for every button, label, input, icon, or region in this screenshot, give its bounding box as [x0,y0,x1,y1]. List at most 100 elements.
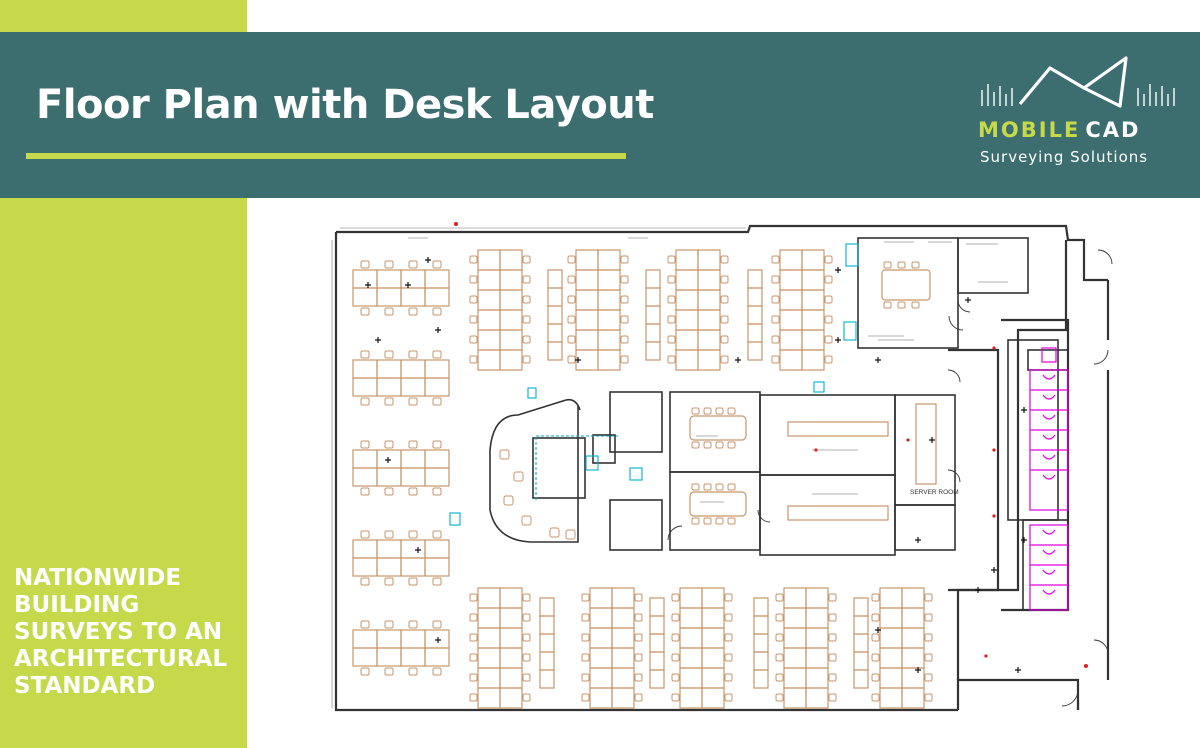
desk [649,615,665,635]
chair [828,653,837,662]
chair [667,335,676,344]
desk [499,289,523,311]
bench-desk [915,403,937,485]
chair [634,653,643,662]
desk [801,349,825,371]
chair [727,441,736,449]
desk [753,597,769,617]
red-markers [454,222,1088,668]
desk [675,269,699,291]
desk [424,449,450,469]
chair [620,255,629,264]
desk [477,667,501,689]
desk [649,597,665,617]
desk [424,629,450,649]
chair [360,530,370,539]
chair [567,295,576,304]
chair [871,613,880,622]
desk [679,587,703,609]
chair [469,275,478,284]
desk [649,633,665,653]
desk [589,647,613,669]
lounge-chair [549,527,560,538]
desk [701,687,725,709]
desk [805,667,829,689]
chair [408,667,418,676]
chair [871,653,880,662]
chair [620,335,629,344]
desk [801,329,825,351]
wall-hatching [331,227,746,708]
chair [469,315,478,324]
desk [376,269,402,289]
desk [697,329,721,351]
chair [408,260,418,269]
chair [924,633,933,642]
lounge-chair [565,529,576,540]
desk [805,587,829,609]
chair [384,350,394,359]
chair [911,261,920,269]
chair [924,673,933,682]
chair [667,315,676,324]
lounge-chair [513,471,524,482]
chair [771,335,780,344]
chair [620,275,629,284]
chair [634,613,643,622]
chair [567,355,576,364]
chair [871,593,880,602]
light-marker [375,337,381,343]
desk [376,557,402,577]
desk [645,305,661,325]
desk [611,627,635,649]
chair [408,440,418,449]
chair [703,441,712,449]
desk [805,627,829,649]
desk [679,687,703,709]
desk [499,249,523,271]
server-room-label: SERVER ROOM [910,489,959,496]
lounge-chair [503,495,514,506]
chair [522,335,531,344]
light-marker [875,627,881,633]
chair [924,653,933,662]
desk [499,607,523,629]
desk [901,587,925,609]
toilet-cubicles [1029,347,1069,611]
desk [645,287,661,307]
desk [801,249,825,271]
chair [432,350,442,359]
chair [828,673,837,682]
light-marker [735,357,741,363]
desk [879,627,903,649]
chair [522,613,531,622]
chair [715,483,724,491]
desk [901,607,925,629]
chair [775,673,784,682]
chair [720,355,729,364]
desk [499,687,523,709]
chair [469,693,478,702]
desk [679,607,703,629]
desk [779,289,803,311]
floor-plan-drawing: SERVER ROOM [331,222,1113,712]
chair [408,350,418,359]
chair [522,275,531,284]
desk [783,627,807,649]
logo-brand-part1: MOBILE [978,118,1081,142]
chair [703,483,712,491]
logo-brand-part2: CAD [1085,118,1141,142]
desk [645,341,661,361]
chair [727,517,736,525]
light-marker [575,357,581,363]
desk [547,341,563,361]
chair [408,577,418,586]
chair [469,633,478,642]
desk [547,287,563,307]
chair [828,613,837,622]
chair [724,633,733,642]
chair [620,355,629,364]
desk [611,607,635,629]
desk [901,647,925,669]
desk [779,309,803,331]
